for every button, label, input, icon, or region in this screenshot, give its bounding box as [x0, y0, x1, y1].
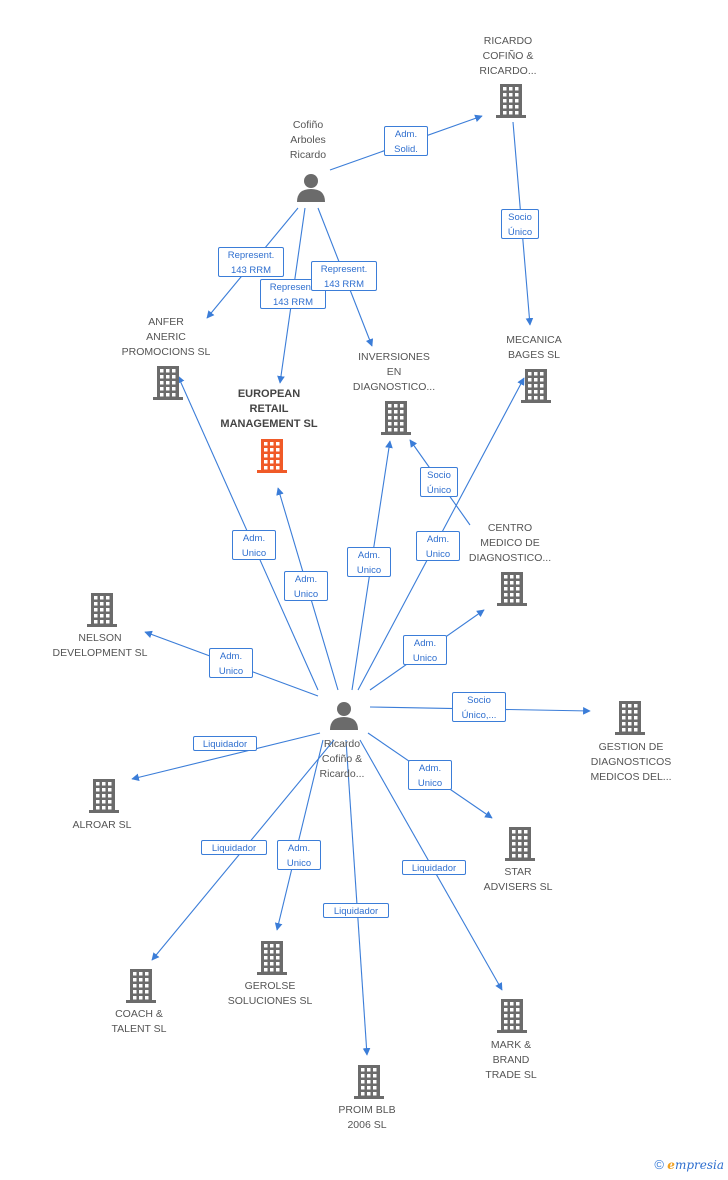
- node-label-centro[interactable]: CENTRO MEDICO DE DIAGNOSTICO...: [468, 521, 552, 564]
- node-label-alroar[interactable]: ALROAR SL: [72, 818, 132, 831]
- relationship-label-ricardo_person-to-anfer[interactable]: Adm. Unico: [232, 530, 276, 560]
- relationship-label-ricardo_cofino_arboles-to-anfer[interactable]: Represent. 143 RRM: [218, 247, 284, 277]
- node-label-star[interactable]: STAR ADVISERS SL: [483, 866, 553, 893]
- node-label-nelson[interactable]: NELSON DEVELOPMENT SL: [52, 632, 148, 659]
- building-icon-alroar[interactable]: [89, 779, 119, 813]
- edge-ricardo_person-to-alroar: [131, 732, 321, 782]
- relationship-label-ricardo_cofino_arboles-to-ricardo_cofino_ricardo_co[interactable]: Adm. Solid.: [384, 126, 428, 156]
- node-label-proim[interactable]: PROIM BLB 2006 SL: [338, 1104, 396, 1131]
- node-label-european[interactable]: EUROPEAN RETAIL MANAGEMENT SL: [220, 387, 318, 430]
- node-label-anfer[interactable]: ANFER ANERIC PROMOCIONS SL: [121, 315, 211, 358]
- node-label-mecanica[interactable]: MECANICA BAGES SL: [506, 334, 562, 361]
- relationship-label-ricardo_cofino_arboles-to-inversiones[interactable]: Represent. 143 RRM: [311, 261, 377, 291]
- building-icon-gerolse[interactable]: [257, 941, 287, 975]
- building-icon-nelson[interactable]: [87, 593, 117, 627]
- relationship-label-ricardo_person-to-alroar[interactable]: Liquidador: [193, 735, 257, 751]
- relationship-label-ricardo_person-to-coach[interactable]: Liquidador: [201, 839, 267, 855]
- relationship-label-ricardo_person-to-mark[interactable]: Liquidador: [402, 859, 466, 875]
- edge-ricardo_person-to-proim: [345, 739, 371, 1056]
- empresia-logo: empresia: [667, 1158, 724, 1172]
- building-icon-coach[interactable]: [126, 969, 156, 1003]
- relationship-label-ricardo_person-to-inversiones[interactable]: Adm. Unico: [347, 547, 391, 577]
- building-icon-european[interactable]: [257, 439, 287, 473]
- relationship-label-ricardo_person-to-centro[interactable]: Adm. Unico: [403, 635, 447, 665]
- icon-layer: [87, 84, 645, 1099]
- copyright-symbol: ©: [654, 1157, 664, 1172]
- node-label-ricardo_person[interactable]: Ricardo Cofiño & Ricardo...: [319, 737, 365, 780]
- relationship-label-ricardo_person-to-nelson[interactable]: Adm. Unico: [209, 648, 253, 678]
- relationship-label-ricardo_cofino_ricardo_co-to-mecanica[interactable]: Socio Único: [501, 209, 539, 239]
- relationship-label-ricardo_person-to-european[interactable]: Adm. Unico: [284, 571, 328, 601]
- building-icon-mecanica[interactable]: [521, 369, 551, 403]
- relationship-label-ricardo_person-to-gestion[interactable]: Socio Único,...: [452, 692, 506, 722]
- node-label-mark[interactable]: MARK & BRAND TRADE SL: [485, 1038, 537, 1081]
- building-icon-centro[interactable]: [497, 572, 527, 606]
- relationship-label-ricardo_person-to-mecanica[interactable]: Adm. Unico: [416, 531, 460, 561]
- building-icon-gestion[interactable]: [615, 701, 645, 735]
- relationship-label-ricardo_person-to-star[interactable]: Adm. Unico: [408, 760, 452, 790]
- node-label-ricardo_cofino_ricardo_co[interactable]: RICARDO COFIÑO & RICARDO...: [479, 34, 537, 77]
- edge-ricardo_person-to-gerolse: [274, 739, 324, 931]
- relationship-label-ricardo_person-to-gerolse[interactable]: Adm. Unico: [277, 840, 321, 870]
- building-icon-anfer[interactable]: [153, 366, 183, 400]
- node-label-gerolse[interactable]: GEROLSE SOLUCIONES SL: [227, 980, 313, 1007]
- building-icon-mark[interactable]: [497, 999, 527, 1033]
- node-label-inversiones[interactable]: INVERSIONES EN DIAGNOSTICO...: [352, 350, 436, 393]
- relationship-label-centro-to-inversiones[interactable]: Socio Único: [420, 467, 458, 497]
- node-label-coach[interactable]: COACH & TALENT SL: [111, 1008, 167, 1035]
- building-icon-star[interactable]: [505, 827, 535, 861]
- person-icon-ricardo_cofino_arboles[interactable]: [297, 174, 325, 202]
- node-label-gestion[interactable]: GESTION DE DIAGNOSTICOS MEDICOS DEL...: [590, 740, 672, 783]
- footer-brand[interactable]: © empresia: [654, 1157, 724, 1172]
- relationship-label-ricardo_person-to-proim[interactable]: Liquidador: [323, 902, 389, 918]
- building-icon-proim[interactable]: [354, 1065, 384, 1099]
- node-label-ricardo_cofino_arboles[interactable]: Cofiño Arboles Ricardo: [289, 118, 327, 161]
- building-icon-ricardo_cofino_ricardo_co[interactable]: [496, 84, 526, 118]
- person-icon-ricardo_person[interactable]: [330, 702, 358, 730]
- building-icon-inversiones[interactable]: [381, 401, 411, 435]
